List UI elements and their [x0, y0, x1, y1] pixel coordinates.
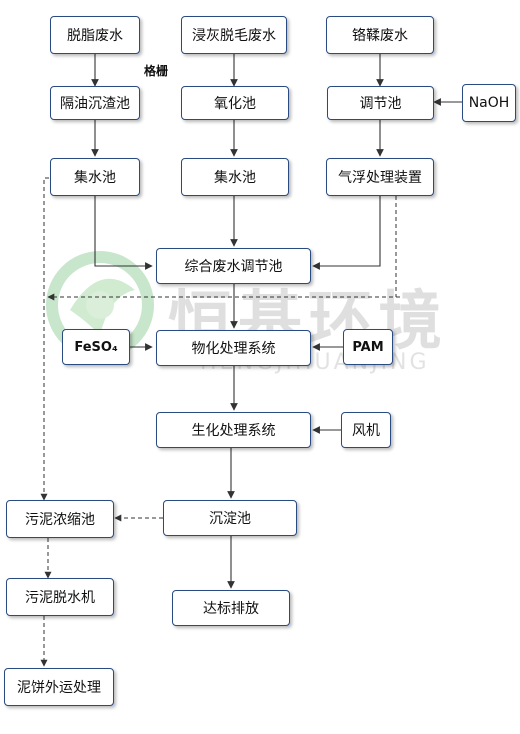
node-naoh: NaOH: [462, 84, 516, 122]
node-sludge-dewatering: 污泥脱水机: [6, 578, 114, 616]
node-sludge-thickener: 污泥浓缩池: [6, 500, 114, 538]
node-discharge: 达标排放: [172, 590, 290, 626]
node-sedimentation-tank: 沉淀池: [163, 500, 297, 536]
node-chrome-tan-water: 铬鞣废水: [326, 16, 434, 54]
node-collection-tank-2: 集水池: [181, 158, 289, 196]
node-degrease-water: 脱脂废水: [50, 16, 140, 54]
node-air-flotation: 气浮处理装置: [326, 158, 434, 196]
label-grille: 格栅: [144, 64, 169, 78]
node-blower: 风机: [341, 412, 391, 448]
node-integrated-regulation-tank: 综合废水调节池: [156, 248, 311, 284]
node-feso4: FeSO₄: [62, 329, 130, 365]
node-pam: PAM: [343, 329, 393, 365]
node-oxidation-tank: 氧化池: [181, 86, 289, 120]
node-lime-dehair-water: 浸灰脱毛废水: [181, 16, 287, 54]
node-cake-disposal: 泥饼外运处理: [4, 668, 114, 706]
node-physchem-system: 物化处理系统: [156, 330, 311, 366]
node-collection-tank-1: 集水池: [50, 158, 140, 196]
node-oil-grit-tank: 隔油沉渣池: [50, 86, 140, 120]
node-biochem-system: 生化处理系统: [156, 412, 311, 448]
node-regulation-tank: 调节池: [327, 86, 434, 120]
